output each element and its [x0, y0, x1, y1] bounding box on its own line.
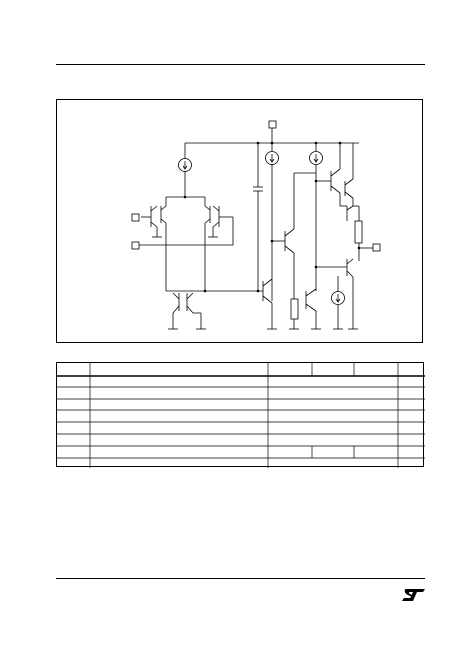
current-mirror — [166, 290, 263, 330]
inverting-input-pin — [131, 241, 140, 250]
compensation-capacitor — [253, 143, 263, 291]
resistor-1 — [290, 298, 299, 320]
non-inverting-input-pin — [131, 213, 140, 222]
output-stage — [294, 143, 381, 330]
footer-rule — [56, 578, 425, 579]
current-source-1 — [178, 158, 192, 197]
gain-stage — [262, 173, 299, 330]
resistor-2 — [354, 220, 363, 244]
current-source-2 — [265, 151, 279, 301]
output-pin — [372, 243, 381, 252]
schematic-diagram — [56, 99, 423, 343]
current-source-3 — [309, 143, 323, 291]
input-stage — [131, 196, 234, 291]
current-source-4 — [331, 276, 345, 329]
header-rule — [56, 64, 425, 65]
supply-rail — [184, 120, 359, 159]
junction-dots — [183, 141, 361, 293]
st-logo-icon — [402, 588, 426, 602]
supply-pin — [268, 120, 277, 129]
parameter-table — [56, 362, 425, 468]
